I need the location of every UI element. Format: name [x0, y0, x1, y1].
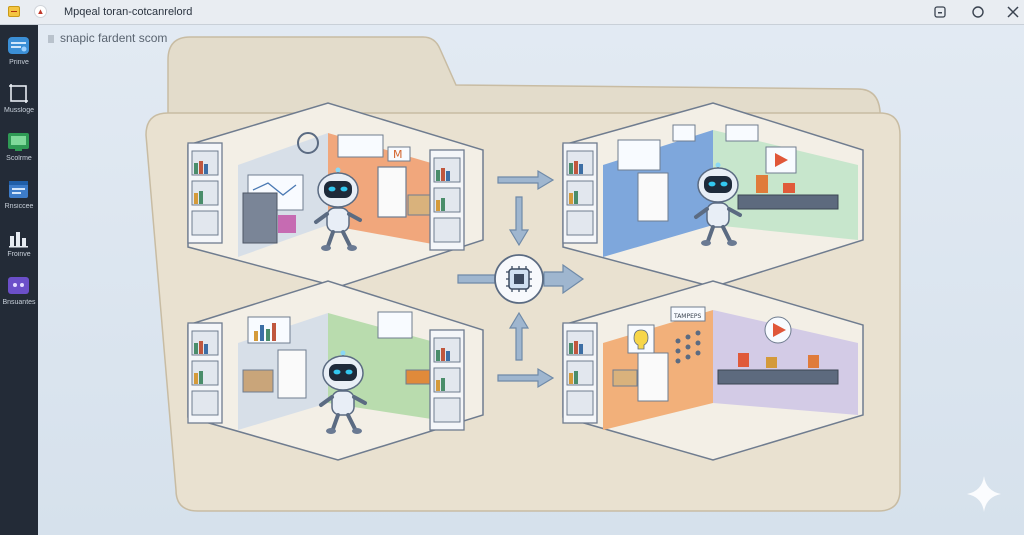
app-menu-icon[interactable] [8, 6, 20, 17]
sidebar-item-label: Scolrme [6, 155, 32, 162]
crop-icon [7, 83, 30, 104]
room-bottom-right: TAMPEPS [562, 280, 864, 461]
workflow-diagram: M [145, 36, 901, 512]
sidebar-item-label: Rnsiccee [4, 203, 34, 210]
svg-text:M: M [393, 148, 403, 161]
page-icon [48, 35, 54, 43]
address-bar[interactable]: snapic fardent scom [48, 31, 167, 51]
sparkle-icon [967, 476, 1001, 512]
cpu-chip-icon [494, 254, 544, 304]
close-icon[interactable] [1005, 4, 1021, 20]
sidebar-item-label: Froinve [7, 251, 31, 258]
flow-arrows [457, 169, 585, 389]
folder-tab-back [167, 36, 881, 116]
sidebar-item-label: Bnsuantes [2, 299, 36, 306]
sidebar-item-rnsiccee[interactable]: Rnsiccee [0, 179, 38, 225]
room-bottom-left [187, 280, 484, 461]
room-top-left: M [187, 102, 484, 288]
sidebar-item-label: Prinve [9, 59, 29, 66]
address-text: snapic fardent scom [60, 31, 168, 45]
room-top-right [562, 102, 864, 288]
sidebar: Prinve Mussloge Scolrme Rnsiccee Froinve… [0, 25, 38, 535]
window-title: Mpqeal toran-cotcanrelord [64, 6, 193, 18]
maximize-icon[interactable] [970, 4, 986, 20]
minimize-icon[interactable] [932, 4, 948, 20]
sidebar-item-mussloge[interactable]: Mussloge [0, 83, 38, 129]
chat-icon [7, 275, 30, 296]
app-logo-icon: ▲ [34, 5, 47, 18]
sidebar-item-froinve[interactable]: Froinve [0, 227, 38, 273]
screen-icon [7, 131, 30, 152]
room-sign: TAMPEPS [673, 313, 702, 320]
browser-icon [7, 35, 30, 56]
sidebar-item-scolrme[interactable]: Scolrme [0, 131, 38, 177]
sidebar-item-label: Mussloge [4, 107, 34, 114]
sidebar-item-bnsuantes[interactable]: Bnsuantes [0, 275, 38, 321]
title-bar: ▲ Mpqeal toran-cotcanrelord [0, 0, 1024, 25]
sidebar-item-prinve[interactable]: Prinve [0, 35, 38, 81]
main-canvas: snapic fardent scom [38, 25, 1024, 535]
chart-icon [7, 227, 30, 248]
window-icon [7, 179, 30, 200]
